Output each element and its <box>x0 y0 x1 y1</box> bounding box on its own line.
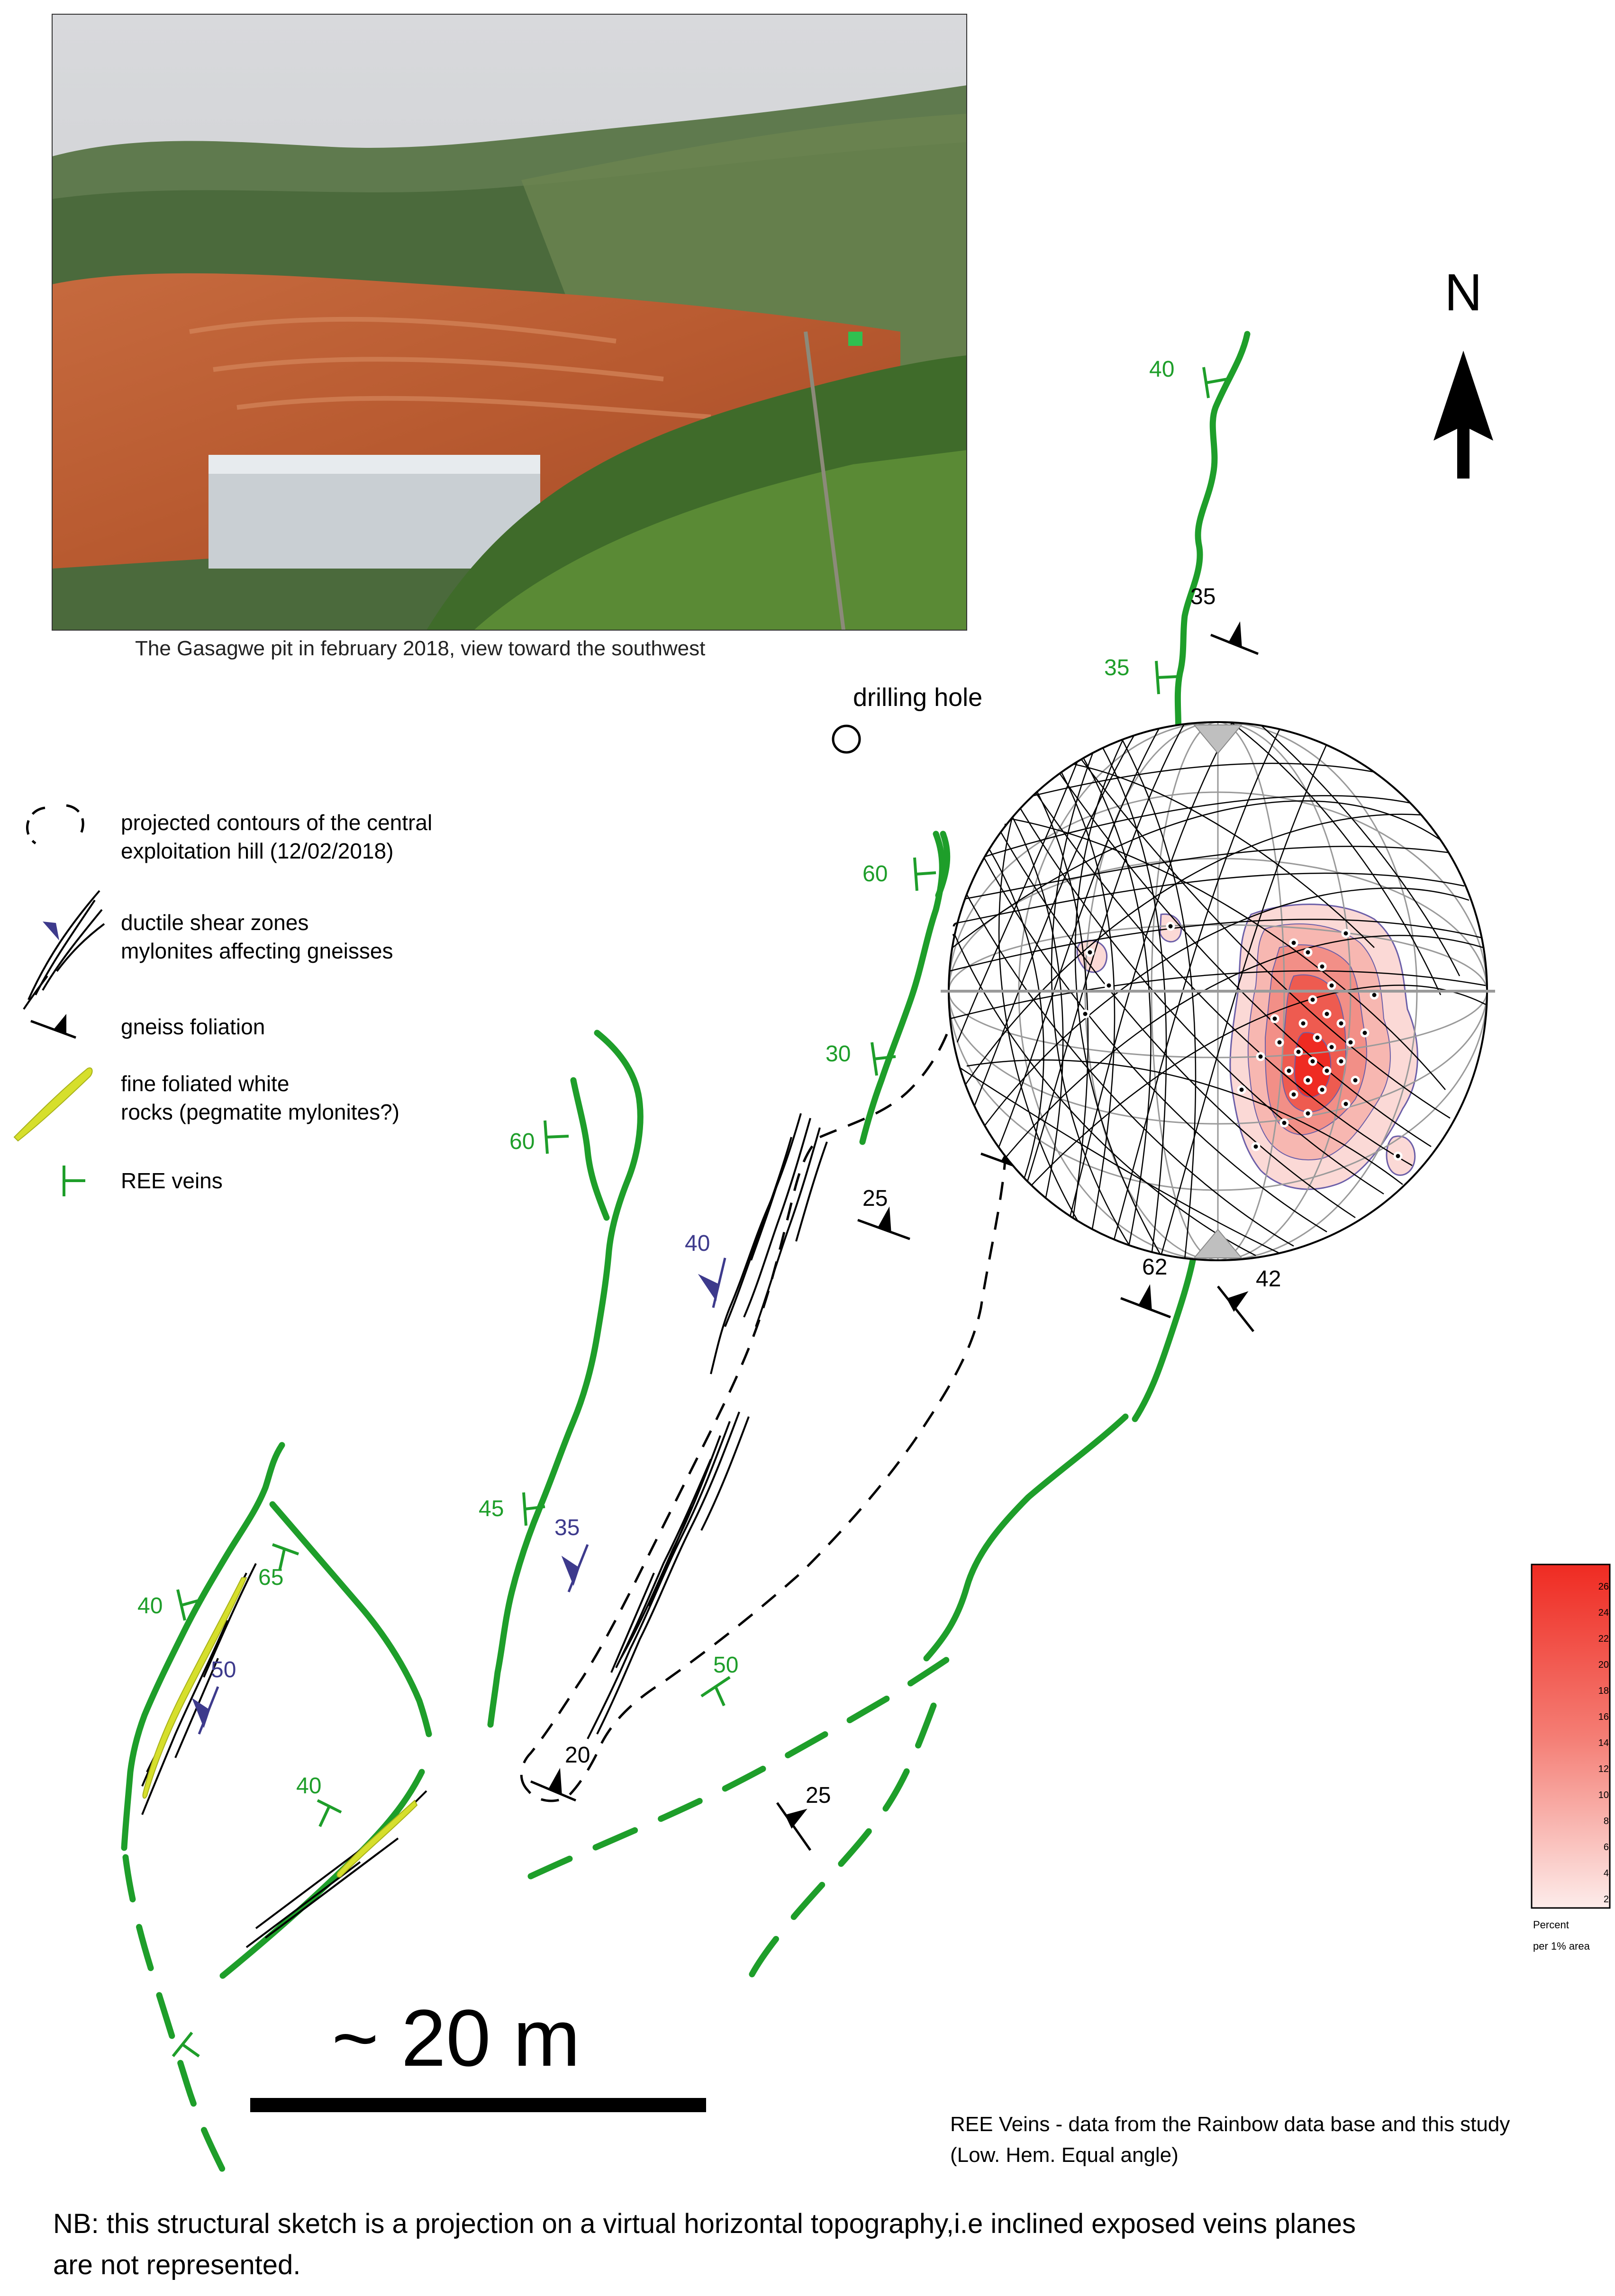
drilling-hole-marker <box>832 724 861 754</box>
colorbar-label: Percent <box>1533 1919 1569 1931</box>
colorbar-tick: 10 <box>1598 1790 1609 1800</box>
legend-contour-line1: projected contours of the central <box>121 810 432 835</box>
colorbar-tick: 12 <box>1598 1764 1609 1774</box>
vein-dip: 60 <box>862 861 888 886</box>
legend-pegmatite-symbol <box>13 1067 93 1142</box>
colorbar-tick: 18 <box>1598 1686 1609 1696</box>
note-line2: are not represented. <box>53 2250 300 2280</box>
vein-dip: 60 <box>509 1129 535 1154</box>
legend-contour-symbol <box>26 806 45 845</box>
foliation-dip: 20 <box>565 1743 590 1768</box>
density-colorbar: 26 24 22 20 18 16 14 12 10 8 6 4 2 Perce… <box>1531 1564 1611 1952</box>
vein-dip: 65 <box>258 1565 283 1590</box>
vein-dip: 40 <box>1149 357 1174 382</box>
vein-dip: 30 <box>826 1041 851 1067</box>
ree-veins-dashed <box>122 1645 965 2183</box>
shear-dip: 50 <box>211 1657 236 1682</box>
vein-dip: 35 <box>1104 655 1129 680</box>
shear-dip: 35 <box>554 1515 580 1540</box>
foliation-dip: 25 <box>806 1783 831 1808</box>
colorbar-tick: 8 <box>1604 1816 1609 1826</box>
legend-white-rocks-line1: fine foliated white <box>121 1071 289 1096</box>
legend-shear-symbol <box>23 890 105 1010</box>
vein-dip: 40 <box>296 1773 321 1799</box>
hill-contour <box>520 984 1009 1802</box>
legend-shear-line2: mylonites affecting gneisses <box>121 939 393 963</box>
colorbar-tick: 20 <box>1598 1660 1609 1670</box>
legend-foliation-symbol <box>30 1014 76 1039</box>
colorbar-tick: 2 <box>1604 1894 1609 1905</box>
vein-dip-symbols <box>172 367 1228 2058</box>
pegmatite-lens-1 <box>142 1577 247 1799</box>
vein-dip: 50 <box>713 1653 738 1678</box>
note-line1: NB: this structural sketch is a projecti… <box>53 2208 1356 2239</box>
colorbar-tick: 26 <box>1598 1582 1609 1592</box>
north-label: N <box>1444 263 1482 322</box>
colorbar-unit: per 1% area <box>1533 1940 1590 1952</box>
drilling-hole-label: drilling hole <box>853 683 982 712</box>
scale-bar-label: ~ 20 m <box>332 1993 580 2083</box>
legend: projected contours of the central exploi… <box>13 804 432 1196</box>
legend-white-rocks-line2: rocks (pegmatite mylonites?) <box>121 1100 399 1124</box>
stereonet <box>941 721 1495 1261</box>
vein-great-circles <box>949 722 1486 1260</box>
legend-contour-line2: exploitation hill (12/02/2018) <box>121 839 393 863</box>
colorbar-tick: 6 <box>1604 1842 1609 1853</box>
pit-photo <box>52 14 967 630</box>
pole-points <box>1080 922 1403 1161</box>
stereonet-caption-line1: REE Veins - data from the Rainbow data b… <box>950 2113 1510 2136</box>
vein-dip: 40 <box>137 1593 163 1618</box>
legend-shear-line1: ductile shear zones <box>121 910 308 935</box>
vein-dip: 45 <box>479 1496 504 1521</box>
pegmatite-lens-2 <box>336 1799 418 1878</box>
scale-bar <box>250 2098 706 2112</box>
colorbar-tick: 22 <box>1598 1634 1609 1644</box>
foliation-dip: 25 <box>862 1186 888 1211</box>
colorbar-tick: 16 <box>1598 1712 1609 1722</box>
legend-ree-vein-symbol <box>63 1166 85 1196</box>
photo-caption: The Gasagwe pit in february 2018, view t… <box>135 637 705 660</box>
colorbar-tick: 24 <box>1598 1608 1609 1618</box>
colorbar-tick: 4 <box>1604 1868 1609 1879</box>
legend-ree-line1: REE veins <box>121 1168 223 1193</box>
north-arrow-icon <box>1434 351 1493 479</box>
photo-frame <box>52 14 967 631</box>
vein-dip-labels: 40 35 60 30 60 45 40 65 40 50 <box>137 357 1174 1799</box>
shear-dip: 40 <box>685 1231 710 1256</box>
colorbar-tick: 14 <box>1598 1738 1609 1748</box>
foliation-dip: 35 <box>1190 584 1216 609</box>
foliation-dip: 42 <box>1256 1266 1281 1292</box>
foliation-dip: 62 <box>1142 1255 1167 1280</box>
legend-foliation-line1: gneiss foliation <box>121 1014 265 1039</box>
stereonet-caption-line2: (Low. Hem. Equal angle) <box>950 2143 1179 2167</box>
